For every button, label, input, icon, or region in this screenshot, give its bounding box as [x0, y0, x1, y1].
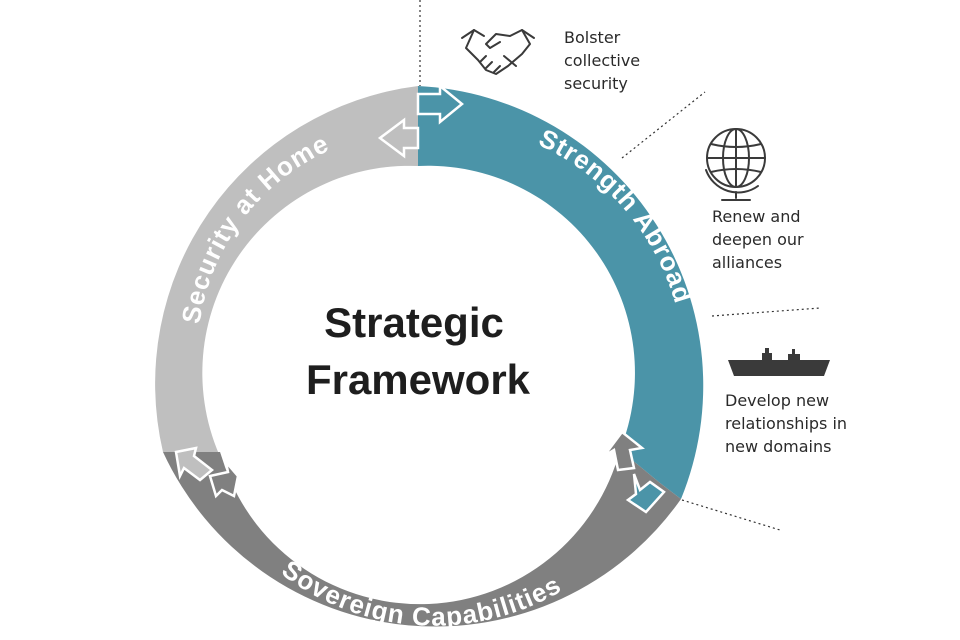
- callout-collective-security: Bolster collective security: [564, 28, 640, 93]
- leader-lines: [419, 0, 821, 531]
- ring: [155, 86, 704, 627]
- segment-security-at-home: [155, 86, 418, 467]
- junction-arrow-left: [174, 446, 240, 499]
- globe-icon: [705, 128, 766, 201]
- callout-alliances: Renew and deepen our alliances: [712, 207, 804, 272]
- callout-2-line-3: alliances: [712, 253, 782, 272]
- center-title-line-1: Strategic: [324, 299, 504, 346]
- handshake-icon: [461, 29, 535, 75]
- leader-line-domains: [711, 307, 821, 317]
- leader-line-alliances: [621, 91, 706, 159]
- callout-1-line-3: security: [564, 74, 628, 93]
- center-title-line-2: Framework: [306, 356, 531, 403]
- leader-line-bottom: [681, 499, 781, 531]
- callout-3-line-2: relationships in: [725, 414, 847, 433]
- junction-arrow-right: [603, 430, 666, 514]
- callout-3-line-3: new domains: [725, 437, 831, 456]
- segment-label-sovereign-capabilities: Sovereign Capabilities: [277, 554, 567, 632]
- callout-1-line-1: Bolster: [564, 28, 621, 47]
- callout-new-domains: Develop new relationships in new domains: [725, 391, 847, 456]
- segment-sovereign-capabilities: [163, 450, 681, 627]
- segment-label-sovereign-capabilities-path: Sovereign Capabilities: [277, 554, 566, 632]
- junction-arrow-top: [377, 83, 464, 159]
- ship-icon: [728, 348, 830, 376]
- callout-3-line-1: Develop new: [725, 391, 829, 410]
- callout-2-line-1: Renew and: [712, 207, 801, 226]
- callout-1-line-2: collective: [564, 51, 640, 70]
- callout-2-line-2: deepen our: [712, 230, 804, 249]
- segment-strength-abroad: [418, 86, 704, 499]
